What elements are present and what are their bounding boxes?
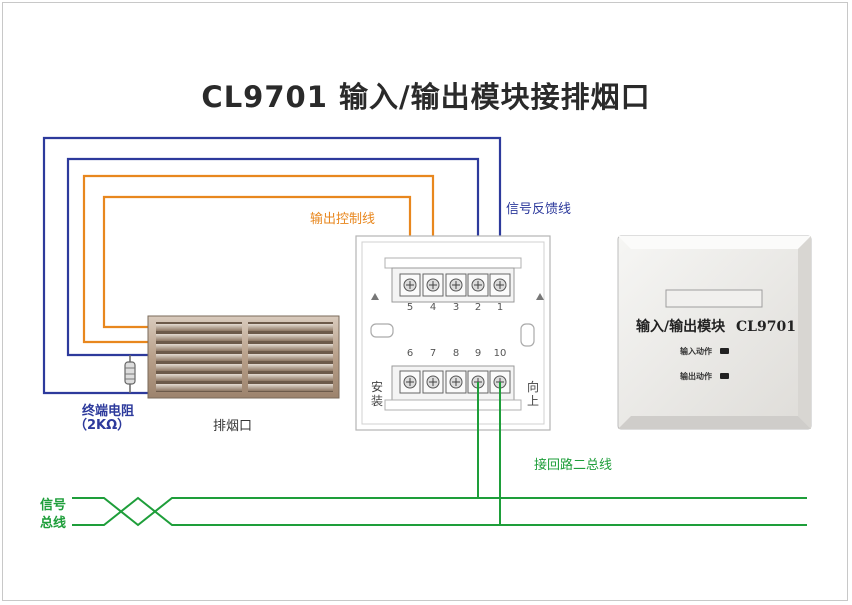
signal-bus-label-2: 总线 bbox=[40, 516, 67, 531]
terminal-number-7: 7 bbox=[429, 348, 437, 359]
end-resistor-label: 终端电阻 bbox=[82, 404, 135, 419]
terminal-number-9: 9 bbox=[474, 348, 482, 359]
signal-feedback-label: 信号反馈线 bbox=[506, 202, 572, 217]
end-resistor-value: （2KΩ） bbox=[74, 418, 131, 433]
terminal-1 bbox=[489, 273, 511, 297]
feedback-wire-outer bbox=[42, 136, 502, 395]
control-wire-outer bbox=[82, 174, 435, 344]
terminal-6 bbox=[399, 370, 421, 394]
output-control-label: 输出控制线 bbox=[310, 212, 376, 227]
module-name: 输入/输出模块 bbox=[636, 319, 726, 335]
terminal-number-4: 4 bbox=[429, 302, 437, 313]
module-device bbox=[617, 235, 812, 430]
install-mark-1: 安 bbox=[370, 380, 383, 394]
smoke-vent bbox=[147, 315, 340, 399]
feedback-wire-inner bbox=[66, 157, 480, 357]
terminal-base bbox=[355, 235, 551, 431]
terminal-number-2: 2 bbox=[474, 302, 482, 313]
terminal-number-3: 3 bbox=[452, 302, 460, 313]
terminals-top bbox=[399, 273, 511, 297]
terminal-number-8: 8 bbox=[452, 348, 460, 359]
smoke-vent-label: 排烟口 bbox=[213, 419, 253, 434]
terminal-8 bbox=[445, 370, 467, 394]
up-mark-2: 上 bbox=[526, 394, 539, 408]
terminal-7 bbox=[422, 370, 444, 394]
terminal-number-6: 6 bbox=[406, 348, 414, 359]
terminal-2 bbox=[467, 273, 489, 297]
terminal-number-1: 1 bbox=[496, 302, 504, 313]
install-mark-2: 装 bbox=[370, 394, 383, 408]
terminal-number-5: 5 bbox=[406, 302, 414, 313]
terminal-4 bbox=[422, 273, 444, 297]
module-model: CL9701 bbox=[736, 319, 796, 335]
terminal-10 bbox=[489, 370, 511, 394]
up-mark-1: 向 bbox=[526, 380, 539, 394]
led-output-label: 输出动作 bbox=[680, 372, 712, 381]
module-label: 输入/输出模块 CL9701 bbox=[636, 316, 796, 336]
control-wire-inner bbox=[102, 195, 412, 329]
terminal-3 bbox=[445, 273, 467, 297]
terminal-5 bbox=[399, 273, 421, 297]
bus-connection-label: 接回路二总线 bbox=[534, 458, 613, 473]
terminal-number-10: 10 bbox=[493, 348, 507, 359]
terminals-bottom bbox=[399, 370, 511, 394]
signal-bus bbox=[72, 496, 807, 527]
led-input-label: 输入动作 bbox=[680, 347, 712, 356]
signal-bus-label-1: 信号 bbox=[40, 498, 67, 513]
page-title: CL9701 输入/输出模块接排烟口 bbox=[201, 80, 651, 114]
end-resistor bbox=[124, 355, 136, 393]
